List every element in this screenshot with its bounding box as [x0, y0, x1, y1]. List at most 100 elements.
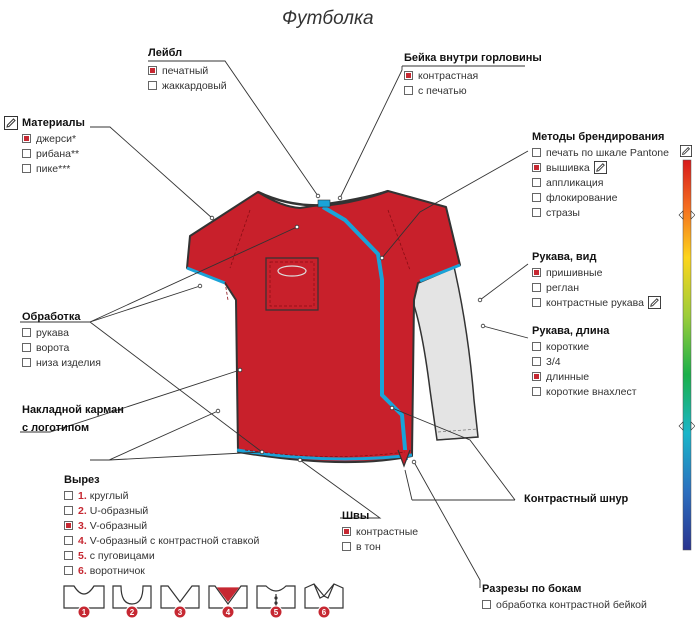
- checkbox[interactable]: [404, 71, 413, 80]
- checkbox[interactable]: [22, 149, 31, 158]
- checkbox[interactable]: [532, 387, 541, 396]
- checkbox[interactable]: [532, 283, 541, 292]
- finishing-option[interactable]: низа изделия: [22, 355, 101, 370]
- seams-option[interactable]: контрастные: [342, 524, 418, 539]
- neck-tape-title: Бейка внутри горловины: [404, 52, 542, 64]
- neckline-option[interactable]: 5.с пуговицами: [64, 548, 259, 563]
- pocket-section: Накладной карман с логотипом: [22, 401, 124, 437]
- seams-option[interactable]: в тон: [342, 539, 418, 554]
- sleeve-type-option[interactable]: пришивные: [532, 265, 661, 280]
- checkbox[interactable]: [22, 134, 31, 143]
- pencil-icon[interactable]: [647, 296, 661, 309]
- neck-tape-option[interactable]: контрастная: [404, 68, 542, 83]
- neckline-option[interactable]: 1.круглый: [64, 488, 259, 503]
- checkbox[interactable]: [532, 268, 541, 277]
- sleeve-type-option[interactable]: реглан: [532, 280, 661, 295]
- sleeve-type-option[interactable]: контрастные рукава: [532, 295, 661, 310]
- neckline-option[interactable]: 6.воротничок: [64, 563, 259, 578]
- checkbox[interactable]: [482, 600, 491, 609]
- branding-title: Методы брендирования: [532, 131, 665, 143]
- sleeve-type-title: Рукава, вид: [532, 251, 597, 263]
- neckline-icon-3: 3: [178, 608, 183, 617]
- branding-option[interactable]: аппликация: [532, 175, 669, 190]
- label-option[interactable]: жаккардовый: [148, 78, 227, 93]
- checkbox[interactable]: [532, 372, 541, 381]
- sleeve-type-section: Рукава, вид пришивные реглан контрастные…: [532, 251, 661, 310]
- neckline-icons: 1 2 3 4 5 6: [63, 583, 344, 619]
- checkbox[interactable]: [532, 193, 541, 202]
- checkbox[interactable]: [22, 164, 31, 173]
- pocket-title-line1: Накладной карман: [22, 404, 124, 416]
- checkbox[interactable]: [64, 566, 73, 575]
- checkbox[interactable]: [64, 521, 73, 530]
- neckline-v-icon: [160, 585, 200, 609]
- color-palette-bar: [682, 159, 692, 551]
- branding-option[interactable]: стразы: [532, 205, 669, 220]
- page-title: Футболка: [282, 8, 374, 29]
- checkbox[interactable]: [22, 358, 31, 367]
- checkbox[interactable]: [404, 86, 413, 95]
- neck-tape-option[interactable]: с печатью: [404, 83, 542, 98]
- sleeve-length-title: Рукава, длина: [532, 325, 610, 337]
- checkbox[interactable]: [64, 506, 73, 515]
- materials-option[interactable]: пике***: [22, 161, 85, 176]
- checkbox[interactable]: [532, 357, 541, 366]
- checkbox[interactable]: [64, 536, 73, 545]
- side-slits-title: Разрезы по бокам: [482, 583, 582, 595]
- neckline-option[interactable]: 2.U-образный: [64, 503, 259, 518]
- checkbox[interactable]: [22, 328, 31, 337]
- sleeve-length-option[interactable]: длинные: [532, 369, 637, 384]
- checkbox[interactable]: [148, 66, 157, 75]
- sleeve-length-section: Рукава, длина короткие 3/4 длинные корот…: [532, 325, 637, 399]
- side-slits-option[interactable]: обработка контрастной бейкой: [482, 597, 647, 612]
- branding-option[interactable]: печать по шкале Pantone: [532, 145, 669, 160]
- neckline-title: Вырез: [64, 474, 100, 486]
- checkbox[interactable]: [148, 81, 157, 90]
- side-slits-section: Разрезы по бокам обработка контрастной б…: [482, 583, 647, 612]
- materials-option[interactable]: рибана**: [22, 146, 85, 161]
- pencil-icon[interactable]: [593, 161, 607, 174]
- branding-option[interactable]: вышивка: [532, 160, 669, 175]
- checkbox[interactable]: [532, 342, 541, 351]
- checkbox[interactable]: [64, 551, 73, 560]
- palette-pencil-icon[interactable]: [680, 145, 692, 157]
- sleeve-length-option[interactable]: короткие: [532, 339, 637, 354]
- label-title: Лейбл: [148, 47, 183, 59]
- label-section: Лейбл печатный жаккардовый: [148, 47, 227, 93]
- neckline-icon-4: 4: [226, 608, 231, 617]
- branding-option[interactable]: флокирование: [532, 190, 669, 205]
- pencil-icon[interactable]: [4, 116, 18, 130]
- checkbox[interactable]: [64, 491, 73, 500]
- chest-pocket: [265, 257, 319, 311]
- neckline-section: Вырез 1.круглый 2.U-образный 3.V-образны…: [64, 474, 259, 578]
- materials-section: Материалы джерси* рибана** пике***: [22, 117, 85, 176]
- checkbox[interactable]: [342, 542, 351, 551]
- checkbox[interactable]: [532, 298, 541, 307]
- finishing-section: Обработка рукава ворота низа изделия: [22, 311, 101, 370]
- finishing-title: Обработка: [22, 311, 81, 323]
- neckline-option[interactable]: 4.V-образный с контрастной ставкой: [64, 533, 259, 548]
- checkbox[interactable]: [22, 343, 31, 352]
- label-option[interactable]: печатный: [148, 63, 227, 78]
- checkbox[interactable]: [342, 527, 351, 536]
- checkbox[interactable]: [532, 148, 541, 157]
- sleeve-length-option[interactable]: короткие внахлест: [532, 384, 637, 399]
- neckline-u-icon: [112, 585, 152, 609]
- checkbox[interactable]: [532, 163, 541, 172]
- checkbox[interactable]: [532, 208, 541, 217]
- checkbox[interactable]: [532, 178, 541, 187]
- seams-section: Швы контрастные в тон: [342, 510, 418, 554]
- neckline-icon-1: 1: [82, 608, 87, 617]
- materials-option[interactable]: джерси*: [22, 131, 85, 146]
- finishing-option[interactable]: рукава: [22, 325, 101, 340]
- finishing-option[interactable]: ворота: [22, 340, 101, 355]
- neckline-icon-6: 6: [322, 608, 327, 617]
- sleeve-length-option[interactable]: 3/4: [532, 354, 637, 369]
- neckline-v-contrast-icon: [208, 585, 248, 609]
- neckline-option[interactable]: 3.V-образный: [64, 518, 259, 533]
- materials-title: Материалы: [22, 117, 85, 129]
- neckline-icon-5: 5: [274, 608, 279, 617]
- long-sleeve: [407, 257, 479, 441]
- contrast-placket: [321, 205, 408, 461]
